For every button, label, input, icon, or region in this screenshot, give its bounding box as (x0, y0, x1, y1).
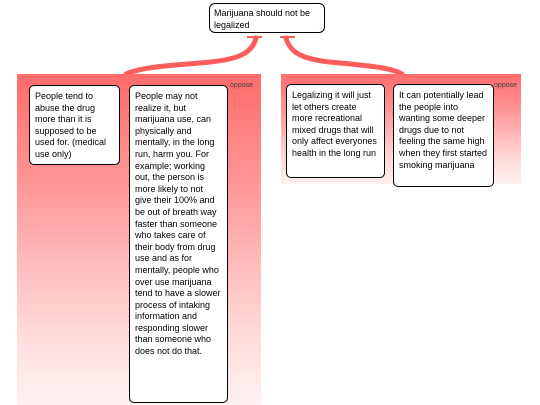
oppose-tag-right: oppose (494, 82, 517, 89)
reason-card-health-harm[interactable]: People may not realize it, but marijuana… (129, 85, 228, 403)
reason-text: People tend to abuse the drug more than … (35, 91, 107, 159)
connector-right (283, 35, 405, 77)
connector-left (123, 35, 259, 77)
reason-card-gateway[interactable]: It can potentially lead the people into … (393, 84, 494, 187)
reason-card-abuse[interactable]: People tend to abuse the drug more than … (29, 85, 120, 165)
reason-text: Legalizing it will just let others creat… (292, 90, 377, 158)
reason-text: It can potentially lead the people into … (399, 90, 488, 170)
reason-group-left: oppose People tend to abuse the drug mor… (17, 74, 261, 405)
main-claim-box[interactable]: Marijuana should not be legalized (209, 3, 325, 33)
oppose-tag-left: oppose (230, 82, 253, 89)
reason-card-mixed-drugs[interactable]: Legalizing it will just let others creat… (286, 84, 385, 178)
main-claim-text: Marijuana should not be legalized (214, 8, 311, 30)
reason-group-right: oppose Legalizing it will just let other… (281, 74, 521, 187)
reason-text: People may not realize it, but marijuana… (135, 91, 221, 357)
